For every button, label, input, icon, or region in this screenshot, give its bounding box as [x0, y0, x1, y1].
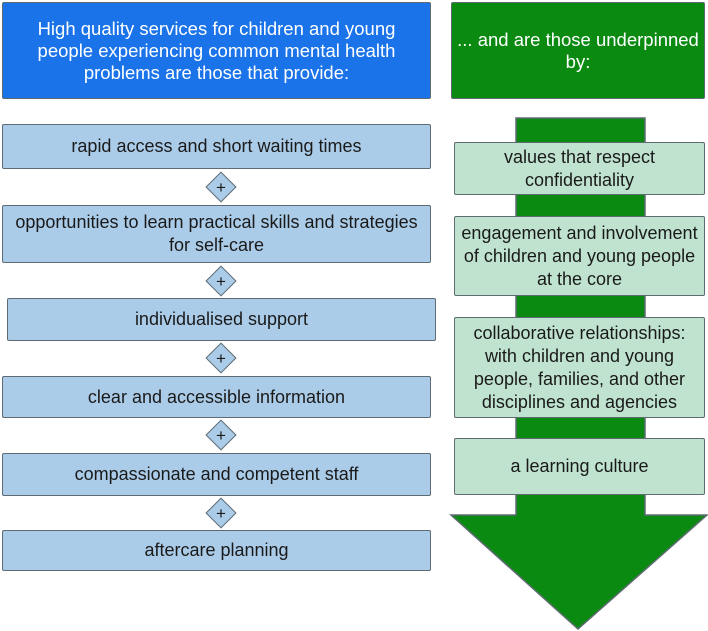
service-individualised-support: individualised support — [7, 298, 436, 341]
plus-icon: + — [216, 425, 226, 445]
value-label: engagement and involvement of children a… — [461, 222, 698, 289]
value-collaborative-relationships: collaborative relationships: with childr… — [454, 317, 705, 418]
services-header-text: High quality services for children and y… — [37, 17, 396, 83]
plus-icon: + — [216, 271, 226, 291]
service-competent-staff: compassionate and competent staff — [2, 453, 431, 496]
plus-icon: + — [216, 177, 226, 197]
value-confidentiality: values that respect confidentiality — [454, 142, 705, 195]
service-label: individualised support — [134, 309, 309, 329]
service-label: compassionate and competent staff — [74, 464, 359, 484]
plus-icon: + — [216, 348, 226, 368]
service-aftercare-planning: aftercare planning — [2, 530, 431, 571]
value-learning-culture: a learning culture — [454, 438, 705, 495]
value-label: collaborative relationships: with childr… — [473, 322, 686, 412]
underpinnings-header: ... and are those underpinned by: — [451, 2, 705, 99]
service-label: clear and accessible information — [87, 386, 346, 407]
value-engagement: engagement and involvement of children a… — [454, 216, 705, 296]
service-rapid-access: rapid access and short waiting times — [2, 124, 431, 169]
underpinnings-header-text: ... and are those underpinned by: — [457, 28, 699, 72]
service-label: rapid access and short waiting times — [71, 136, 362, 156]
service-clear-information: clear and accessible information — [2, 376, 431, 418]
plus-icon: + — [216, 503, 226, 523]
service-self-care-skills: opportunities to learn practical skills … — [2, 205, 431, 263]
service-label: opportunities to learn practical skills … — [15, 212, 418, 255]
value-label: a learning culture — [510, 456, 649, 476]
services-header: High quality services for children and y… — [2, 2, 431, 99]
value-label: values that respect confidentiality — [503, 146, 656, 190]
service-label: aftercare planning — [144, 540, 289, 560]
